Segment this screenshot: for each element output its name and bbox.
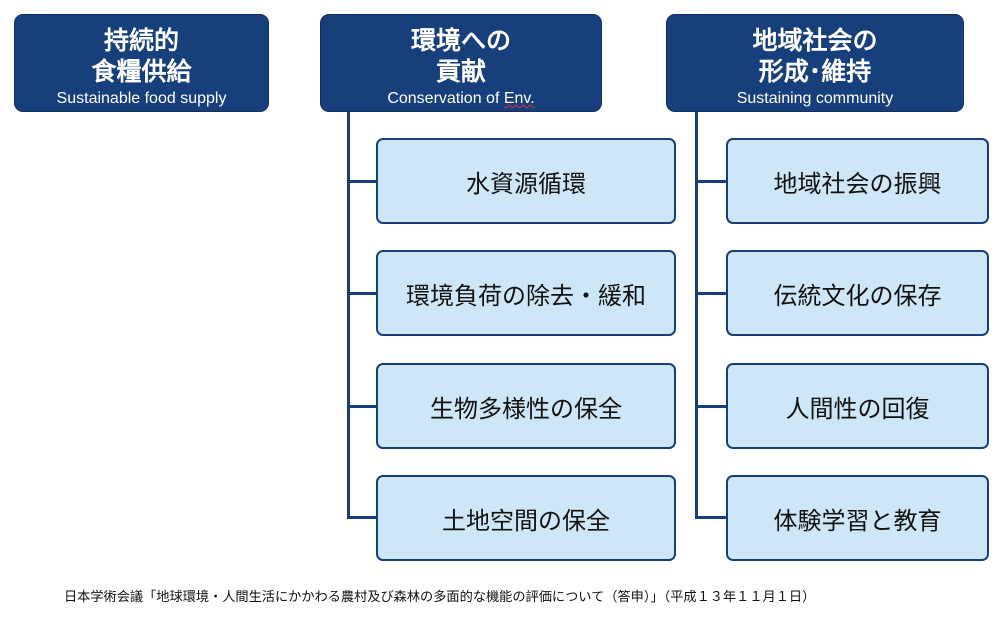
header-community-subtitle: Sustaining community — [736, 90, 894, 107]
header-food-supply-subtitle: Sustainable food supply — [56, 90, 227, 107]
community-branch-line-2 — [695, 292, 727, 295]
community-item-education: 体験学習と教育 — [726, 475, 989, 561]
header-food-supply: 持続的 食糧供給 Sustainable food supply — [14, 14, 269, 112]
header-environment: 環境への 貢献 Conservation of Env. — [320, 14, 602, 112]
community-item-humanity: 人間性の回復 — [726, 363, 989, 449]
env-item-land-space: 土地空間の保全 — [376, 475, 676, 561]
header-environment-subtitle: Conservation of Env. — [321, 89, 601, 109]
env-trunk-line — [347, 112, 350, 519]
env-branch-line-4 — [347, 516, 377, 519]
header-food-supply-title-2: 食糧供給 — [91, 57, 192, 86]
env-item-load-reduction: 環境負荷の除去・緩和 — [376, 250, 676, 336]
env-branch-line-3 — [347, 405, 377, 408]
header-environment-subtitle-main: Conservation of — [387, 90, 504, 107]
community-branch-line-1 — [695, 180, 727, 183]
header-environment-title-2: 貢献 — [435, 57, 486, 86]
community-branch-line-4 — [695, 516, 727, 519]
env-branch-line-2 — [347, 292, 377, 295]
source-caption: 日本学術会議「地球環境・人間生活にかかわる農村及び森林の多面的な機能の評価につい… — [64, 590, 816, 605]
header-environment-subtitle-tail: Env. — [503, 90, 535, 107]
community-item-promotion: 地域社会の振興 — [726, 138, 989, 224]
community-branch-line-3 — [695, 405, 727, 408]
header-community: 地域社会の 形成･維持 Sustaining community — [666, 14, 964, 112]
header-community-title-1: 地域社会の — [752, 26, 878, 55]
community-trunk-line — [695, 112, 698, 519]
header-food-supply-title-1: 持続的 — [103, 26, 179, 55]
env-item-water-cycle: 水資源循環 — [376, 138, 676, 224]
header-environment-title-1: 環境への — [410, 26, 511, 55]
env-branch-line-1 — [347, 180, 377, 183]
header-community-title-2: 形成･維持 — [758, 57, 872, 86]
env-item-biodiversity: 生物多様性の保全 — [376, 363, 676, 449]
community-item-tradition: 伝統文化の保存 — [726, 250, 989, 336]
